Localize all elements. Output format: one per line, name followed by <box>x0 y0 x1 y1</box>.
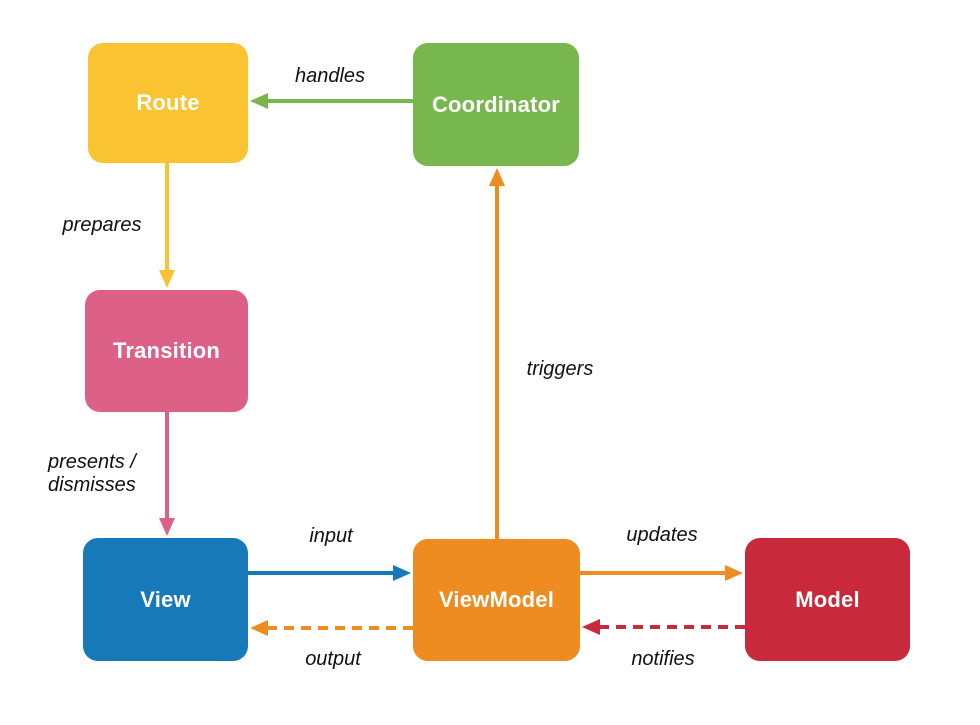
node-coordinator: Coordinator <box>413 43 579 166</box>
edge-label-presents-dismisses: presents / dismisses <box>48 451 198 497</box>
edge-label-triggers: triggers <box>526 358 594 380</box>
edge-label-notifies: notifies <box>631 648 695 670</box>
node-viewmodel-label: ViewModel <box>438 587 555 612</box>
edge-presents-arrowhead <box>159 518 175 536</box>
edge-notifies-arrowhead <box>582 619 600 635</box>
node-view: View <box>83 538 248 661</box>
edge-prepares-arrowhead <box>159 270 175 288</box>
node-transition-label: Transition <box>112 338 221 363</box>
node-route-label: Route <box>136 90 200 115</box>
edge-input-arrowhead <box>393 565 411 581</box>
node-model-label: Model <box>795 586 860 612</box>
edge-label-handles: handles <box>294 65 366 87</box>
edge-label-input: input <box>309 525 353 547</box>
node-viewmodel: ViewModel <box>413 539 580 661</box>
node-view-label: View <box>140 586 191 612</box>
edge-label-presents-line1: presents / <box>48 451 136 473</box>
edge-label-updates: updates <box>626 524 698 546</box>
edge-output-arrowhead <box>250 620 268 636</box>
edge-label-presents-line2: dismisses <box>48 474 136 496</box>
edge-label-prepares: prepares <box>62 214 142 236</box>
node-coordinator-label: Coordinator <box>431 91 561 117</box>
node-route: Route <box>88 43 248 163</box>
edge-handles-arrowhead <box>250 93 268 109</box>
node-model: Model <box>745 538 910 661</box>
edge-label-output: output <box>305 648 361 670</box>
edge-triggers-arrowhead <box>489 168 505 186</box>
node-transition: Transition <box>85 290 248 412</box>
edge-updates-arrowhead <box>725 565 743 581</box>
